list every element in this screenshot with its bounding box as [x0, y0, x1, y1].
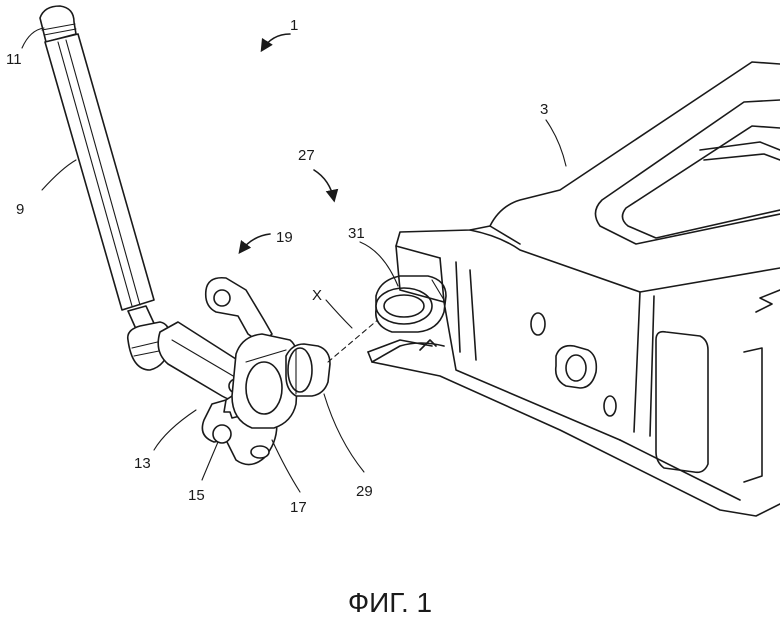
- label-15: 15: [188, 487, 205, 504]
- axis-label-x: X: [312, 287, 322, 304]
- label-19: 19: [276, 229, 293, 246]
- gas-spring-strut: [40, 6, 170, 370]
- connector-plug: [286, 344, 330, 396]
- label-9: 9: [16, 201, 24, 218]
- label-13: 13: [134, 455, 151, 472]
- label-29: 29: [356, 483, 373, 500]
- leader-lines: [22, 28, 566, 492]
- figure-caption: ФИГ. 1: [348, 587, 432, 618]
- label-17: 17: [290, 499, 307, 516]
- socket-connector: [376, 276, 446, 332]
- axis-line: [328, 318, 380, 362]
- label-31: 31: [348, 225, 365, 242]
- label-11: 11: [6, 51, 22, 68]
- reference-arrows: [240, 34, 334, 252]
- label-3: 3: [540, 101, 548, 118]
- label-1: 1: [290, 17, 298, 34]
- label-27: 27: [298, 147, 315, 164]
